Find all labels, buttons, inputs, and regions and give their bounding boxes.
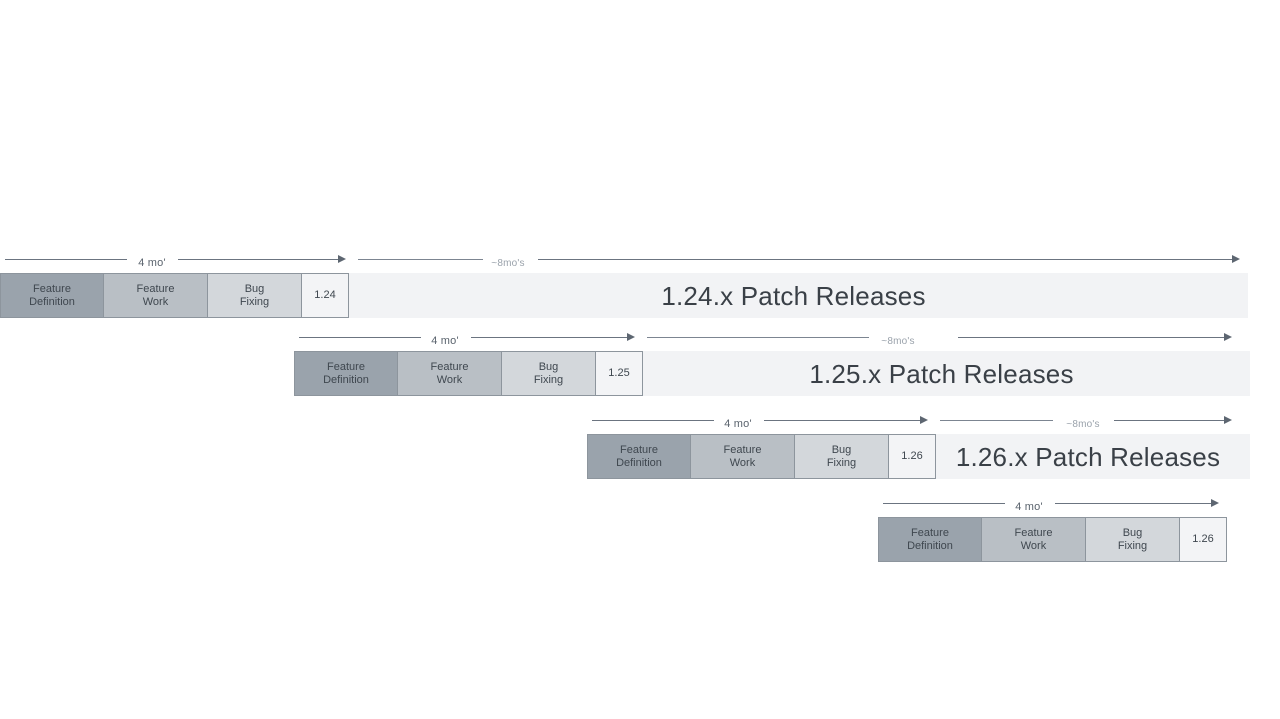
- dev-ruler-line-right: [764, 420, 920, 421]
- phase-feature-work[interactable]: Feature Work: [103, 273, 208, 318]
- dev-ruler-line-left: [5, 259, 127, 260]
- patch-ruler-arrowhead: [1224, 416, 1232, 424]
- phase-version-marker[interactable]: 1.26: [888, 434, 936, 479]
- patch-ruler-arrowhead: [1224, 333, 1232, 341]
- patch-release-bar-124: 1.24.x Patch Releases: [339, 273, 1248, 318]
- release-row-126: 4 mo' ~8mo's 1.26.x Patch Releases Featu…: [587, 410, 1250, 494]
- patch-release-label: 1.26.x Patch Releases: [955, 441, 1221, 472]
- phase-track-127: Feature Definition Feature Work Bug Fixi…: [878, 517, 1230, 562]
- ruler-124: 4 mo' ~8mo's: [0, 249, 1240, 273]
- release-row-125: 4 mo' ~8mo's 1.25.x Patch Releases Featu…: [294, 327, 1250, 411]
- ruler-127: 4 mo': [878, 493, 1220, 517]
- phase-bug-fixing[interactable]: Bug Fixing: [794, 434, 889, 479]
- phase-feature-work[interactable]: Feature Work: [690, 434, 795, 479]
- phase-feature-definition[interactable]: Feature Definition: [878, 517, 982, 562]
- phase-feature-definition[interactable]: Feature Definition: [294, 351, 398, 396]
- dev-duration-label: 4 mo': [1015, 501, 1043, 513]
- release-row-124: 4 mo' ~8mo's 1.24.x Patch Releases Featu…: [0, 249, 1250, 333]
- phase-feature-work[interactable]: Feature Work: [981, 517, 1086, 562]
- patch-release-bar-126: 1.26.x Patch Releases: [926, 434, 1250, 479]
- patch-ruler-line-right: [1114, 420, 1224, 421]
- dev-ruler-line-right: [471, 337, 627, 338]
- patch-ruler-line-left: [358, 259, 483, 260]
- patch-ruler-line-left: [647, 337, 869, 338]
- patch-release-bar-125: 1.25.x Patch Releases: [633, 351, 1250, 396]
- dev-duration-label: 4 mo': [724, 418, 752, 430]
- dev-ruler-arrowhead: [627, 333, 635, 341]
- dev-ruler-line-right: [1055, 503, 1211, 504]
- phase-track-124: Feature Definition Feature Work Bug Fixi…: [0, 273, 352, 318]
- dev-ruler-line-left: [299, 337, 421, 338]
- ruler-126: 4 mo' ~8mo's: [587, 410, 1240, 434]
- patch-release-label: 1.24.x Patch Releases: [661, 280, 926, 311]
- dev-ruler-line-left: [883, 503, 1005, 504]
- phase-feature-definition[interactable]: Feature Definition: [587, 434, 691, 479]
- dev-duration-label: 4 mo': [138, 257, 166, 269]
- dev-duration-label: 4 mo': [431, 335, 459, 347]
- phase-bug-fixing[interactable]: Bug Fixing: [1085, 517, 1180, 562]
- patch-release-label: 1.25.x Patch Releases: [809, 358, 1074, 389]
- patch-ruler-arrowhead: [1232, 255, 1240, 263]
- phase-bug-fixing[interactable]: Bug Fixing: [501, 351, 596, 396]
- phase-feature-definition[interactable]: Feature Definition: [0, 273, 104, 318]
- phase-version-marker[interactable]: 1.25: [595, 351, 643, 396]
- release-row-127: 4 mo' Feature Definition Feature Work Bu…: [878, 493, 1230, 577]
- phase-feature-work[interactable]: Feature Work: [397, 351, 502, 396]
- phase-bug-fixing[interactable]: Bug Fixing: [207, 273, 302, 318]
- dev-ruler-line-right: [178, 259, 338, 260]
- phase-track-125: Feature Definition Feature Work Bug Fixi…: [294, 351, 646, 396]
- ruler-125: 4 mo' ~8mo's: [294, 327, 1240, 351]
- patch-ruler-line-right: [538, 259, 1232, 260]
- dev-ruler-arrowhead: [338, 255, 346, 263]
- dev-ruler-arrowhead: [920, 416, 928, 424]
- patch-duration-label: ~8mo's: [1066, 419, 1100, 430]
- patch-duration-label: ~8mo's: [491, 258, 525, 269]
- patch-ruler-line-right: [958, 337, 1224, 338]
- phase-version-marker[interactable]: 1.24: [301, 273, 349, 318]
- dev-ruler-line-left: [592, 420, 714, 421]
- patch-duration-label: ~8mo's: [881, 336, 915, 347]
- patch-ruler-line-left: [940, 420, 1053, 421]
- phase-version-marker[interactable]: 1.26: [1179, 517, 1227, 562]
- phase-track-126: Feature Definition Feature Work Bug Fixi…: [587, 434, 939, 479]
- dev-ruler-arrowhead: [1211, 499, 1219, 507]
